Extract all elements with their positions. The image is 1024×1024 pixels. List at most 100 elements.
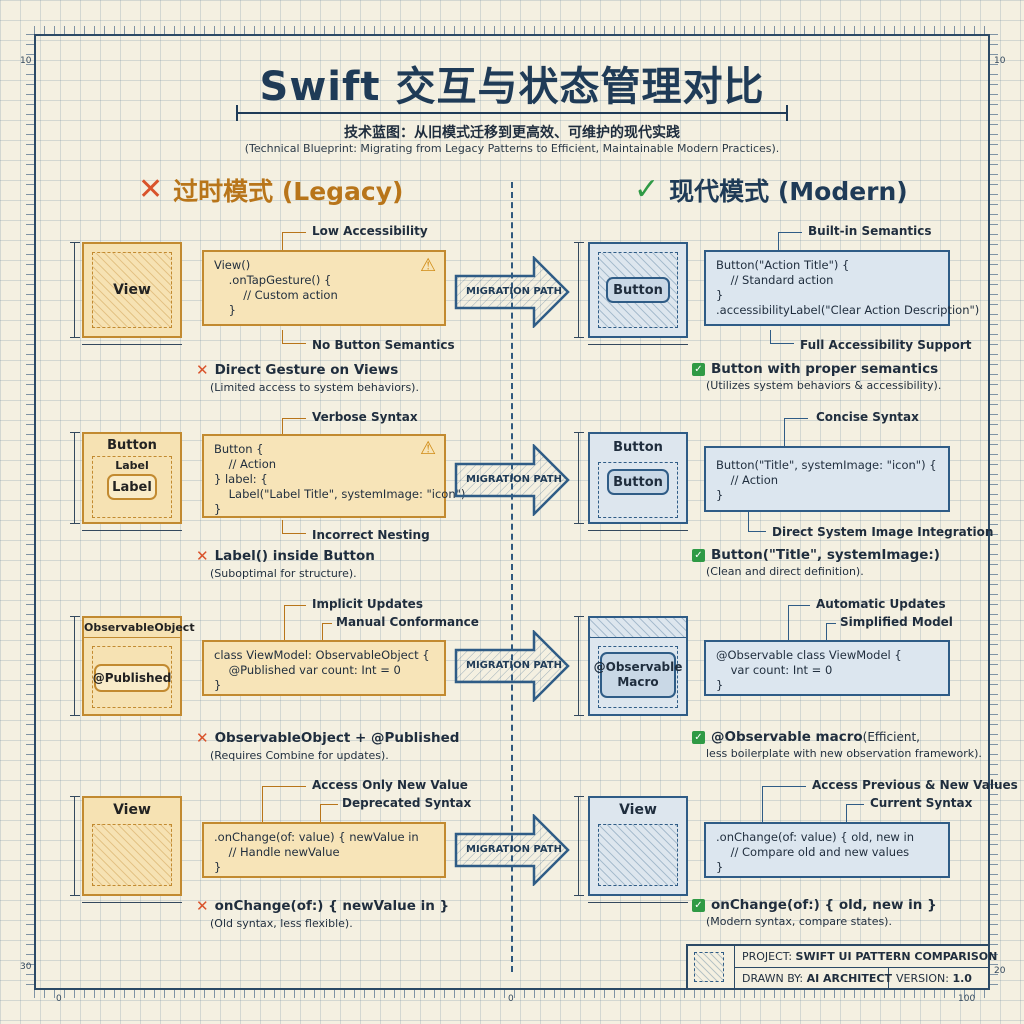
warning-icon: ⚠ bbox=[420, 255, 437, 276]
annotation-leader bbox=[762, 786, 806, 822]
modern-code-box: .onChange(of: value) { old, new in // Co… bbox=[704, 822, 950, 878]
x-icon: ✕ bbox=[196, 361, 209, 379]
warning-icon: ⚠ bbox=[420, 438, 437, 459]
dimension-line bbox=[70, 432, 83, 524]
observable-dashed-frame bbox=[598, 646, 678, 708]
result-subtitle: (Old syntax, less flexible). bbox=[210, 917, 353, 930]
dimension-line bbox=[70, 242, 83, 338]
x-icon: ✕ bbox=[196, 547, 209, 565]
annotation-leader bbox=[784, 418, 808, 446]
view-hatch-area bbox=[598, 824, 678, 886]
modern-code-box: Button("Title", systemImage: "icon") { /… bbox=[704, 446, 950, 512]
legacy-button-box: Button Label Label bbox=[82, 432, 182, 524]
left-ruler bbox=[26, 34, 34, 990]
title-dimension-line bbox=[236, 105, 788, 121]
dimension-line bbox=[574, 432, 587, 524]
annotation-full-accessibility: Full Accessibility Support bbox=[800, 338, 972, 352]
dimension-line bbox=[82, 344, 182, 345]
version-value: 1.0 bbox=[952, 972, 972, 985]
dimension-line bbox=[70, 796, 83, 896]
project-value: SWIFT UI PATTERN COMPARISON bbox=[795, 950, 998, 963]
button-box-label: Button bbox=[613, 440, 663, 455]
button-pill: Button bbox=[606, 277, 670, 303]
result-title: onChange(of:) { newValue in } bbox=[214, 898, 450, 914]
label-dashed-frame bbox=[92, 456, 172, 518]
modern-result: ✓Button("Title", systemImage:) (Clean an… bbox=[692, 547, 940, 578]
legacy-result: ✕Label() inside Button (Suboptimal for s… bbox=[196, 547, 375, 580]
modern-view-box: View bbox=[588, 796, 688, 896]
blueprint-thumbnail-icon bbox=[694, 952, 724, 982]
legacy-view-box: View bbox=[82, 796, 182, 896]
result-title-suffix: (Efficient, bbox=[862, 730, 920, 744]
legacy-code-box: View() .onTapGesture() { // Custom actio… bbox=[202, 250, 446, 326]
migration-arrow bbox=[454, 814, 570, 886]
ruler-number: 100 bbox=[958, 994, 976, 1004]
annotation-current-syntax: Current Syntax bbox=[870, 796, 973, 810]
modern-result: ✓onChange(of:) { old, new in } (Modern s… bbox=[692, 897, 937, 928]
annotation-leader bbox=[282, 520, 306, 534]
view-box-label: View bbox=[113, 802, 151, 818]
annotation-leader bbox=[778, 232, 802, 250]
legacy-code-box: Button { // Action } label: { Label("Lab… bbox=[202, 434, 465, 518]
published-pill: @Published bbox=[93, 664, 171, 692]
legacy-view-box: View bbox=[82, 242, 182, 338]
check-icon: ✓ bbox=[634, 172, 660, 207]
legacy-column-heading: ✕ 过时模式 (Legacy) bbox=[138, 172, 403, 208]
annotation-access-only-new-value: Access Only New Value bbox=[312, 778, 468, 792]
annotation-leader bbox=[826, 623, 836, 640]
project-key: PROJECT: bbox=[742, 950, 793, 963]
dimension-line bbox=[588, 902, 688, 903]
ruler-number: 20 bbox=[994, 966, 1006, 976]
annotation-low-accessibility: Low Accessibility bbox=[312, 224, 428, 238]
annotation-leader bbox=[788, 605, 810, 640]
modern-code-box: Button("Action Title") { // Standard act… bbox=[704, 250, 979, 326]
view-box-label: View bbox=[619, 802, 657, 818]
result-title: @Observable macro bbox=[711, 729, 863, 745]
observable-header: ObservableObject bbox=[84, 618, 195, 638]
annotation-access-previous-new: Access Previous & New Values bbox=[812, 778, 1018, 792]
dimension-line bbox=[588, 530, 688, 531]
annotation-leader bbox=[748, 512, 766, 532]
result-subtitle: (Suboptimal for structure). bbox=[210, 567, 357, 580]
label-mid-text: Label bbox=[115, 459, 149, 472]
migration-path-label: MIGRATION PATH bbox=[466, 286, 563, 297]
blueprint-frame bbox=[34, 34, 990, 990]
ruler-number: 30 bbox=[20, 962, 32, 972]
legacy-result: ✕ onChange(of:) { newValue in } (Old synt… bbox=[196, 897, 449, 930]
dimension-line bbox=[574, 796, 587, 896]
migration-arrow bbox=[454, 630, 570, 702]
dimension-line bbox=[574, 242, 587, 338]
label-pill: Label bbox=[107, 474, 157, 500]
page-subtitle-english: (Technical Blueprint: Migrating from Leg… bbox=[244, 142, 780, 155]
modern-code-box: @Observable class ViewModel { var count:… bbox=[704, 640, 950, 696]
dimension-line bbox=[588, 344, 688, 345]
modern-result: ✓@Observable macro (Efficient, less boil… bbox=[692, 729, 982, 760]
drawn-by-row: DRAWN BY: AI ARCHITECT bbox=[742, 972, 892, 985]
ruler-number: 10 bbox=[20, 56, 32, 66]
observable-header-band bbox=[590, 618, 686, 638]
page-title: Swift 交互与状态管理对比 bbox=[259, 64, 765, 110]
button-dashed-frame bbox=[598, 462, 678, 518]
check-icon: ✓ bbox=[692, 898, 705, 912]
right-ruler bbox=[990, 34, 998, 990]
legacy-observable-box: ObservableObject @Published bbox=[82, 616, 195, 716]
modern-column-heading: ✓ 现代模式 (Modern) bbox=[634, 172, 908, 208]
check-icon: ✓ bbox=[692, 362, 705, 376]
modern-observable-box: @Observable Macro bbox=[588, 616, 688, 716]
ruler-number: 0 bbox=[56, 994, 62, 1004]
button-box-label: Button bbox=[107, 438, 157, 453]
drawn-key: DRAWN BY: bbox=[742, 972, 804, 985]
ruler-number: 10 bbox=[994, 56, 1006, 66]
result-subtitle: (Requires Combine for updates). bbox=[210, 749, 389, 762]
modern-button-box: Button bbox=[588, 242, 688, 338]
version-row: VERSION: 1.0 bbox=[896, 972, 972, 985]
dimension-line bbox=[70, 616, 83, 716]
annotation-automatic-updates: Automatic Updates bbox=[816, 597, 946, 611]
annotation-leader bbox=[282, 330, 306, 344]
result-title: ObservableObject + @Published bbox=[214, 730, 460, 746]
annotation-manual-conformance: Manual Conformance bbox=[336, 615, 479, 629]
annotation-implicit-updates: Implicit Updates bbox=[312, 597, 423, 611]
x-icon: ✕ bbox=[196, 897, 209, 915]
annotation-leader bbox=[262, 786, 306, 822]
annotation-leader bbox=[284, 605, 306, 640]
